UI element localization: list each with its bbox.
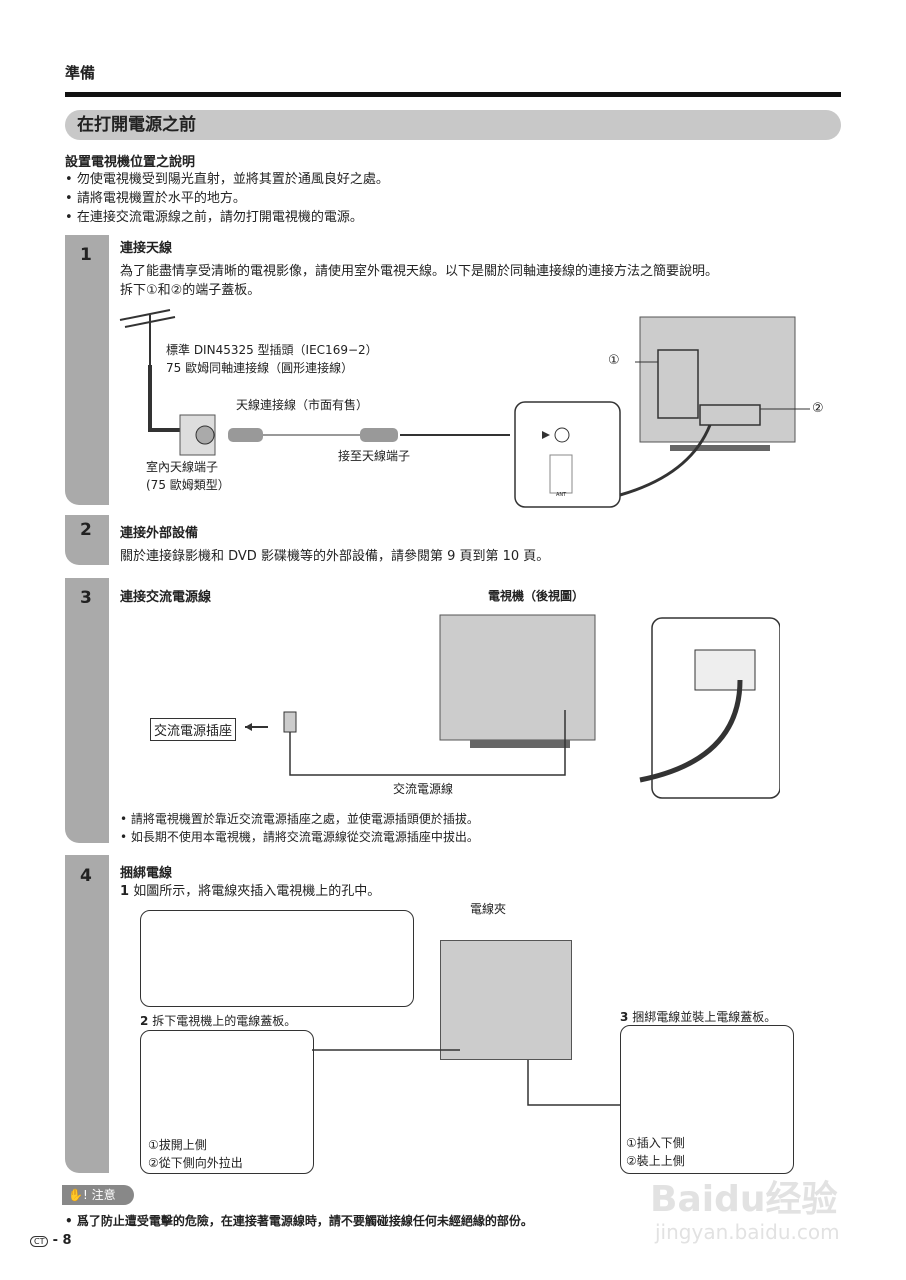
plug-label: 標準 DIN45325 型插頭（IEC169−2） [166,343,378,357]
substep-text: 捆綁電線並裝上電線蓋板。 [632,1010,777,1024]
step-title: 捆綁電線 [120,866,173,881]
instruction: ②從下側向外拉出 [148,1156,243,1170]
substep-number: 2 [140,1014,149,1028]
list-item: 請將電視機置於水平的地方。 [65,189,389,208]
list-item: 勿使電視機受到陽光直射，並將其置於通風良好之處。 [65,170,389,189]
substep-text: 拆下電視機上的電線蓋板。 [152,1014,297,1028]
caution-badge: ✋! 注意 [62,1185,134,1205]
connect-label: 接至天線端子 [338,449,411,463]
power-diagram [245,614,780,799]
callout-2: ② [812,401,824,416]
language-badge: CT [30,1236,49,1247]
diagram-title: 電視機（後視圖） [488,589,585,603]
clamp-label: 電線夾 [470,902,507,916]
caution-message: 爲了防止遭受電擊的危險，在連接著電源線時，請不要觸碰接線任何未經絕緣的部份。 [76,1214,533,1228]
connector-lines [312,1049,620,1106]
ant-label: ANT [556,492,567,498]
instruction: ①插入下側 [626,1136,685,1150]
placement-heading: 設置電視機位置之說明 [65,155,196,170]
step-title: 連接外部設備 [120,526,199,541]
step-number: 1 [80,245,92,265]
step-number: 2 [80,520,92,540]
step-title: 連接天線 [120,241,173,256]
cable-label: 天線連接線（市面有售） [236,398,369,412]
step-number: 4 [80,866,92,886]
step-3-bar [65,578,109,843]
placement-list: 勿使電視機受到陽光直射，並將其置於通風良好之處。 請將電視機置於水平的地方。 在… [65,170,389,227]
step-2-bar [65,515,109,565]
clamp-insert-illustration [140,910,414,1007]
caution-label: 注意 [91,1188,116,1202]
page-title: 在打開電源之前 [65,110,841,140]
step-1-bar [65,235,109,505]
instruction: ①拔開上側 [148,1138,207,1152]
cover-attach-illustration [620,1025,794,1174]
cord-label: 交流電源線 [393,782,454,796]
power-notes: 請將電視機置於靠近交流電源插座之處，並使電源插頭便於插拔。 如長期不使用本電視機… [120,810,479,846]
hand-icon: ✋! [68,1188,88,1202]
list-item: 如長期不使用本電視機，請將交流電源線從交流電源插座中拔出。 [120,828,479,846]
page-footer: CT - 8 [30,1233,72,1248]
outlet-label: 交流電源插座 [150,718,237,741]
substep-number: 3 [620,1010,629,1024]
step-text: 拆下①和②的端子蓋板。 [120,283,261,298]
step-text: 關於連接錄影機和 DVD 影碟機等的外部設備，請參閱第 9 頁到第 10 頁。 [120,549,550,564]
indoor-terminal-label: 室內天線端子 [146,460,219,474]
page-number: - 8 [52,1233,72,1248]
step-number: 3 [80,588,92,608]
substep-number: 1 [120,884,130,899]
substep-text: 如圖所示，將電線夾插入電視機上的孔中。 [133,884,381,899]
cover-remove-illustration [140,1030,314,1174]
section-label: 準備 [65,64,96,82]
step-4-bar [65,855,109,1173]
callout-1: ① [608,353,620,368]
indoor-terminal-type: (75 歐姆類型） [146,478,230,492]
watermark-url: jingyan.baidu.com [655,1220,840,1244]
antenna-diagram [119,309,810,508]
list-item: 在連接交流電源線之前，請勿打開電視機的電源。 [65,208,389,227]
watermark-logo: Baidu经验 [650,1179,838,1220]
cable-type-label: 75 歐姆同軸連接線（圓形連接線） [166,361,354,375]
caution-text: • 爲了防止遭受電擊的危險，在連接著電源線時，請不要觸碰接線任何未經絕緣的部份。 [65,1214,533,1228]
instruction: ②裝上上側 [626,1154,685,1168]
step-title: 連接交流電源線 [120,590,212,605]
step-text: 為了能盡情享受清晰的電視影像，請使用室外電視天線。以下是關於同軸連接線的連接方法… [120,264,719,279]
list-item: 請將電視機置於靠近交流電源插座之處，並使電源插頭便於插拔。 [120,810,479,828]
tv-rear-illustration [440,940,572,1060]
header-rule [65,92,841,97]
